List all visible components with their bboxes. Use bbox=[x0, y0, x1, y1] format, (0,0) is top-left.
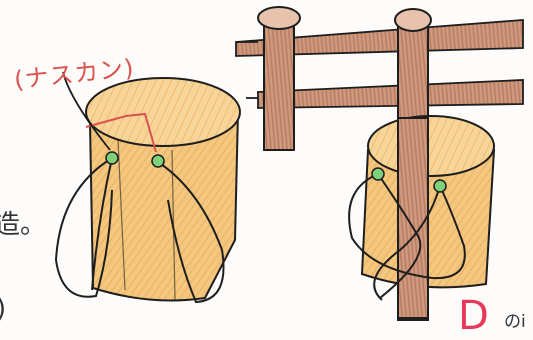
red-strap bbox=[62, 71, 157, 153]
right-clips bbox=[371, 167, 447, 193]
snap-hook-icon bbox=[105, 151, 119, 165]
snap-hook-icon bbox=[151, 154, 165, 168]
edge-text-fragment: ) bbox=[0, 296, 6, 322]
side-text-fragment: 造。 bbox=[0, 210, 47, 240]
right-rope bbox=[348, 173, 466, 301]
fence-post-left bbox=[257, 6, 301, 151]
left-rope bbox=[54, 157, 225, 304]
left-clips bbox=[105, 151, 165, 168]
left-stump bbox=[85, 77, 241, 302]
figure-letter: D bbox=[458, 293, 489, 339]
snap-hook-icon bbox=[371, 167, 385, 181]
figure-suffix-text: のi bbox=[504, 312, 526, 332]
snap-hook-icon bbox=[433, 179, 447, 193]
